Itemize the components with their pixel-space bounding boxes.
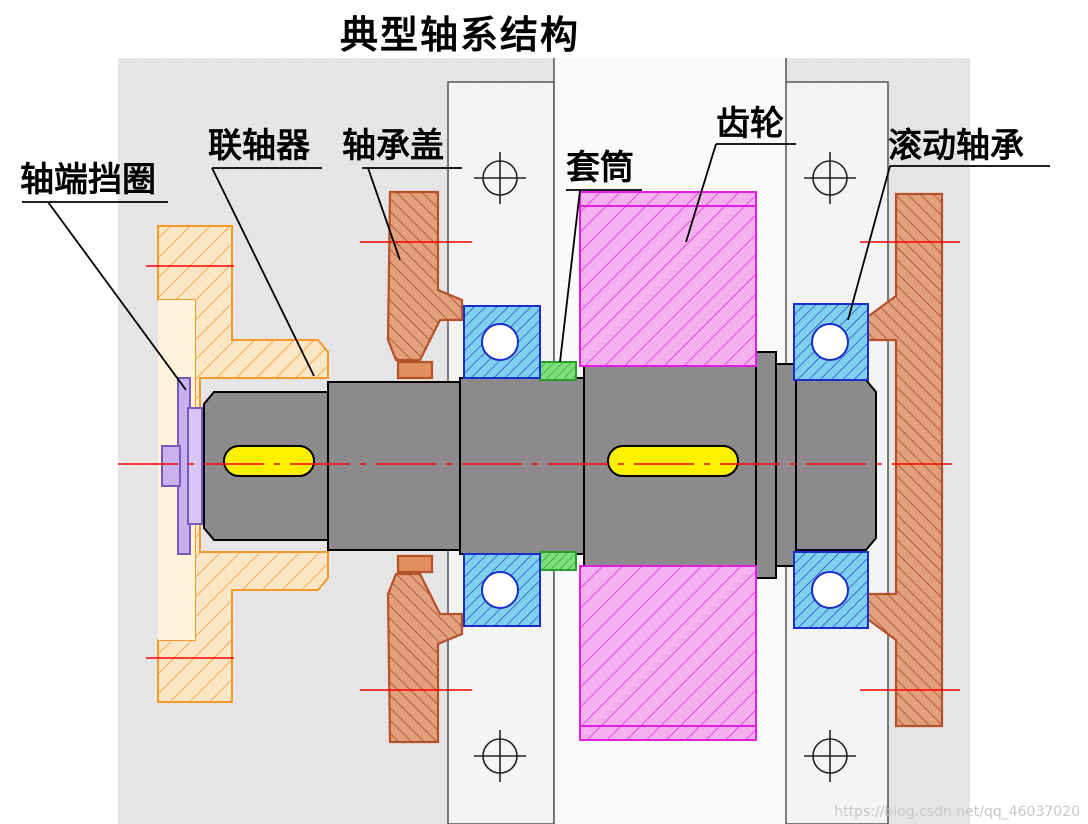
watermark-url: https://blog.csdn.net/qq_46037020 [834,804,1080,820]
label-rolling-bearing: 滚动轴承 [888,126,1024,166]
gear [579,191,757,741]
right-rolling-bearing [793,303,869,629]
label-coupling: 联轴器 [208,126,310,166]
leader-lines [22,143,1050,391]
left-rolling-bearing [463,305,541,627]
shaft-keys [223,445,739,477]
center-lines [118,241,960,691]
label-sleeve: 套筒 [566,148,634,188]
label-bearing-cap: 轴承盖 [342,126,444,166]
bolt-markers [474,152,856,782]
sleeve [539,361,577,571]
left-bearing-cap [386,190,464,744]
end-retainer [161,377,203,555]
page-title: 典型轴系结构 [339,12,580,57]
label-gear: 齿轮 [716,104,784,144]
label-end-retainer: 轴端挡圈 [20,160,156,200]
